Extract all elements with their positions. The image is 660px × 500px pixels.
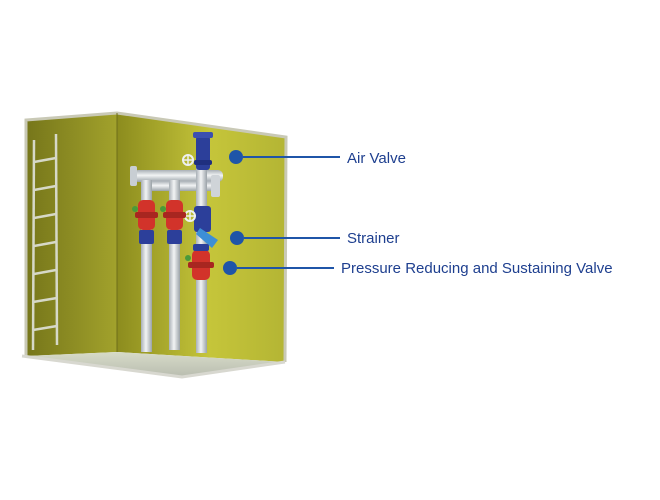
ladder — [31, 133, 59, 351]
air-valve-label: Air Valve — [347, 150, 406, 167]
callout-dot — [229, 150, 243, 164]
control-valve-2 — [160, 200, 186, 244]
left-wall — [26, 113, 117, 356]
pipe-riser-2 — [169, 180, 180, 350]
callout-dot — [223, 261, 237, 275]
strainer-label: Strainer — [347, 230, 400, 247]
chamber — [21, 111, 288, 379]
air-valve — [182, 132, 213, 170]
control-valve-1 — [132, 200, 158, 244]
pipe-riser-1 — [141, 180, 152, 352]
callout-strainer — [230, 231, 340, 245]
pipe-cap — [130, 166, 137, 186]
strainer — [184, 206, 218, 248]
callout-air-valve — [229, 150, 340, 164]
floor-edge — [21, 354, 286, 379]
pressure-reducing-valve — [185, 244, 214, 280]
pressure-reducing-sustaining-valve-label: Pressure Reducing and Sustaining Valve — [341, 260, 613, 277]
callout-prsv — [223, 261, 334, 275]
pipe-flange — [211, 175, 220, 197]
callout-dot — [230, 231, 244, 245]
